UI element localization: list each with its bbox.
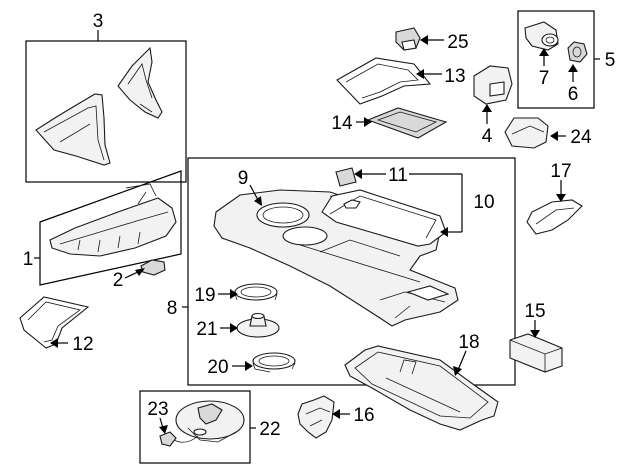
callout-17: 17 [550,161,571,182]
callout-2: 2 [113,270,124,291]
part-16-bracket [297,395,335,439]
callout-21: 21 [196,319,217,340]
part-21-boot [236,312,280,338]
part-24-handle [504,117,549,149]
callout-10: 10 [473,192,494,213]
part-22-shifter-base [175,400,245,443]
group-box-8 [187,157,516,386]
callout-1: 1 [23,249,34,270]
part-1-bracket [49,183,177,257]
part-13-mat [336,57,432,105]
callout-13: 13 [444,66,465,87]
part-7-socket [524,21,559,51]
part-6-cap [567,41,588,63]
part-18-tray [344,345,499,431]
part-4-switch [473,65,513,105]
callout-5: 5 [605,50,616,71]
callout-3: 3 [93,11,104,32]
callout-15: 15 [524,301,545,322]
callout-8: 8 [167,298,178,319]
callout-7: 7 [539,68,550,89]
part-11-plate [335,167,361,209]
part-12-mat [19,296,90,349]
part-19-ring [234,283,278,301]
part-3-trim-panel [35,46,163,166]
callout-22: 22 [259,419,280,440]
callout-14: 14 [331,113,353,134]
callout-25: 25 [447,32,468,53]
callout-6: 6 [568,84,579,105]
callout-16: 16 [353,405,374,426]
part-14-pad [366,107,448,139]
callout-12: 12 [72,334,93,355]
part-15-block [509,333,563,373]
callout-23: 23 [147,399,168,420]
callout-19: 19 [194,285,215,306]
callout-4: 4 [482,126,493,147]
part-20-ring [252,352,296,373]
callout-11: 11 [388,165,408,186]
part-23-connector [159,431,199,447]
part-25-clip [395,27,421,51]
part-17-cover [526,199,583,235]
callout-20: 20 [207,357,228,378]
group-box-1 [39,170,182,286]
group-box-3 [25,40,187,183]
part-2-clip [140,259,166,276]
group-box-22 [139,390,251,464]
callout-9: 9 [238,168,249,189]
callout-18: 18 [458,332,479,353]
callout-24: 24 [570,127,592,148]
